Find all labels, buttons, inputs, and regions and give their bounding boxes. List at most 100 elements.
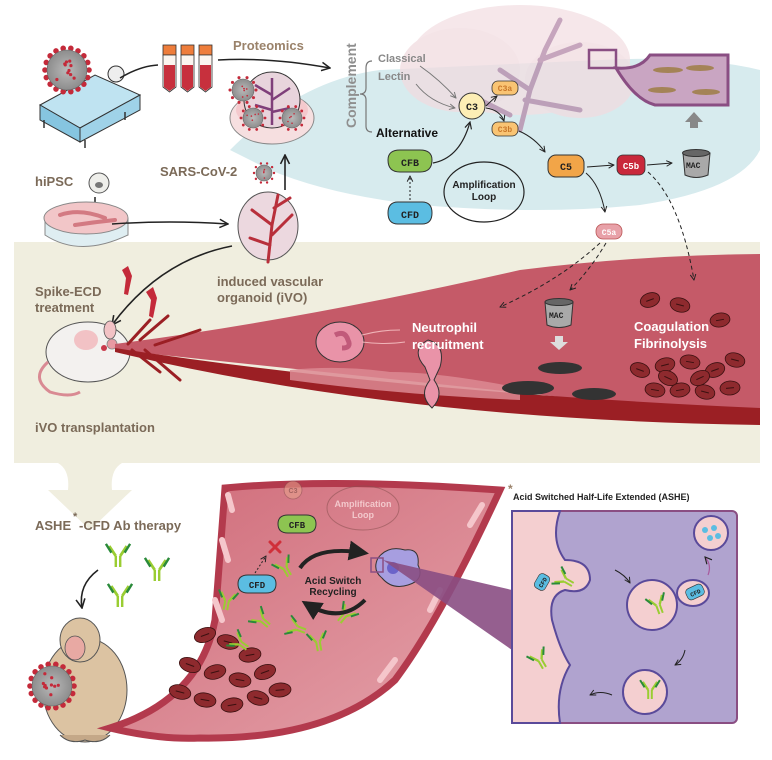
virus-spike	[57, 684, 60, 687]
node-c5a-label: C5a	[602, 229, 617, 238]
arrow-proteomics	[218, 59, 330, 68]
virus-spike	[245, 76, 248, 79]
pathway-alternative: Alternative	[376, 126, 438, 140]
virus-spike	[50, 676, 53, 679]
virus-spike	[264, 117, 267, 120]
virus-spike	[237, 76, 240, 79]
ashe-title: Acid Switched Half-Life Extended (ASHE)	[513, 492, 690, 502]
virus-body	[47, 50, 87, 90]
virus-spike	[251, 115, 253, 117]
arrow-dish-to-ivo	[112, 222, 228, 224]
virus-body	[282, 108, 302, 128]
virus-spike	[69, 73, 72, 76]
virus-spike	[68, 60, 71, 63]
virus-spike	[242, 110, 245, 113]
pathway-classical: Classical	[378, 53, 426, 65]
antibody-icon	[108, 584, 132, 607]
antibody-icon	[106, 544, 130, 567]
therapy-label-suffix: -CFD Ab therapy	[79, 518, 182, 533]
virus-spike	[53, 685, 56, 688]
virus-spike	[289, 117, 291, 119]
ivo-label-line1: induced vascular	[217, 274, 323, 289]
mac-label-vessel: MAC	[549, 312, 564, 321]
red-blood-cell-mark	[726, 388, 734, 389]
virus-spike	[291, 122, 293, 124]
recycling-label-line2: Recycling	[309, 587, 356, 598]
virus-spike	[65, 60, 68, 63]
virus-spike	[281, 110, 284, 113]
virus-spike	[241, 85, 243, 87]
virus-body	[243, 108, 263, 128]
virus-spike	[261, 124, 264, 127]
virus-spike	[231, 96, 234, 99]
coagulation-label-line1: Coagulation	[634, 319, 709, 334]
amplification-loop-label-line1: Amplification	[452, 180, 515, 191]
virus-spike	[252, 96, 255, 99]
virus-spike	[252, 119, 254, 121]
amplification-loop-label-line2: Loop	[472, 192, 496, 203]
node-c5-label: C5	[560, 163, 572, 174]
virus-spike	[271, 166, 273, 168]
virus-spike	[264, 169, 266, 171]
hipsc-label: hiPSC	[35, 174, 74, 189]
virus-spike	[67, 69, 70, 72]
inhibited-c3-label: C3	[289, 488, 298, 495]
virus-spike	[273, 172, 275, 174]
virus-spike	[266, 162, 268, 164]
virus-spike	[266, 181, 268, 183]
complement-title: Complement	[343, 43, 359, 128]
virus-spike	[290, 116, 292, 118]
virus-spike	[300, 110, 303, 113]
virus-spike	[271, 178, 273, 180]
virus-spike	[242, 124, 245, 127]
antibody-icon	[145, 558, 169, 581]
virus-spike	[254, 88, 257, 91]
therapy-label-prefix: ASHE	[35, 518, 71, 533]
arrow-antibodies-to-monkey	[81, 570, 98, 608]
pathway-lectin: Lectin	[378, 71, 411, 83]
virus-spike	[255, 178, 257, 180]
spike-ecd-label-line2: treatment	[35, 300, 95, 315]
virus-spike	[243, 88, 245, 90]
ivo-label-line2: organoid (iVO)	[217, 290, 307, 305]
coagulation-label-line2: Fibrinolysis	[634, 336, 707, 351]
virus-spike	[287, 121, 289, 123]
hipsc-cell-icon	[89, 173, 109, 193]
node-cfb-label: CFB	[401, 159, 419, 170]
virus-spike	[240, 117, 243, 120]
virus-spike	[43, 672, 46, 675]
virus-spike	[303, 117, 306, 120]
virus-spike	[228, 88, 231, 91]
virus-spike	[248, 105, 251, 108]
node-c3b-label: C3b	[498, 126, 513, 135]
node-c3a-label: C3a	[498, 85, 513, 94]
virus-spike	[281, 124, 284, 127]
virus-spike	[243, 90, 245, 92]
sars-cov-2-label: SARS-CoV-2	[160, 164, 237, 179]
virus-spike	[260, 181, 262, 183]
virus-spike	[255, 105, 258, 108]
virus-spike	[73, 77, 76, 80]
inhibited-loop-line1: Amplification	[334, 499, 391, 509]
virus-spike	[264, 177, 266, 179]
virus-spike	[237, 101, 240, 104]
mac-label-top: MAC	[686, 162, 701, 171]
virus-spike	[49, 693, 52, 696]
virus-spike	[255, 128, 258, 131]
recycling-label-line1: Acid Switch	[305, 576, 362, 587]
virus-spike	[55, 78, 58, 81]
neutrophil-label-line1: Neutrophil	[412, 320, 477, 335]
spike-ecd-label-line1: Spike-ECD	[35, 284, 101, 299]
ivo-transplantation-label: iVO transplantation	[35, 420, 155, 435]
virus-spike	[231, 81, 234, 84]
virus-spike	[294, 105, 297, 108]
virus-spike	[43, 685, 46, 688]
therapy-cfb-label: CFB	[289, 521, 306, 531]
virus-spike	[242, 96, 244, 98]
virus-spike	[287, 128, 290, 131]
node-cfd-label: CFD	[401, 211, 419, 222]
blood-tubes-icon	[163, 45, 212, 92]
virus-spike	[293, 113, 295, 115]
therapy-cfd-label: CFD	[249, 581, 266, 591]
virus-spike	[253, 172, 255, 174]
